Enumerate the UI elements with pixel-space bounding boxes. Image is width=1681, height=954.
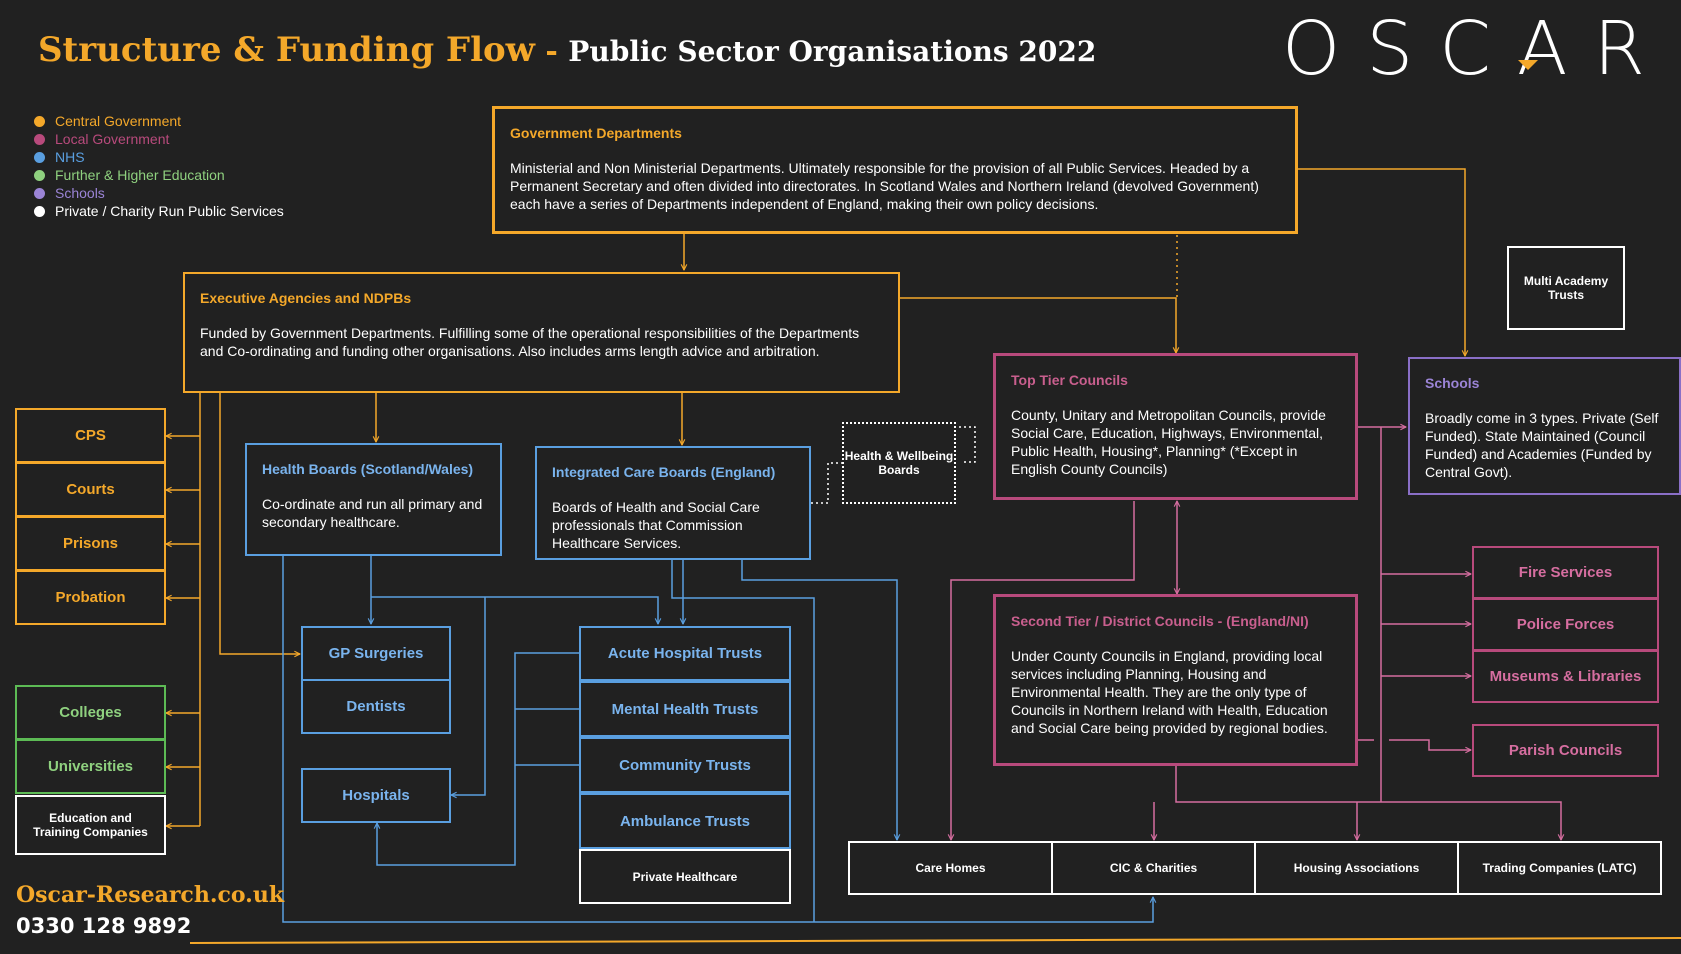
- box-hospitals: Hospitals: [301, 768, 451, 823]
- legend-item: Further & Higher Education: [34, 166, 284, 184]
- legend-item: Schools: [34, 184, 284, 202]
- box-care-homes: Care Homes: [848, 841, 1053, 895]
- page-title: Structure & Funding Flow - Public Sector…: [38, 30, 1097, 70]
- wire-secondtier-to-parish: [1389, 739, 1471, 750]
- wire-icb-outer-loop: [671, 560, 815, 922]
- wire-exec-to-gp: [219, 393, 300, 654]
- legend-item: NHS: [34, 148, 284, 166]
- box-integrated-care-boards: Integrated Care Boards (England) Boards …: [535, 446, 811, 560]
- wire-hb-to-acute: [371, 596, 658, 624]
- box-prisons: Prisons: [15, 516, 166, 571]
- legend-dot-icon: [34, 169, 45, 181]
- box-second-tier-councils: Second Tier / District Councils - (Engla…: [993, 594, 1358, 766]
- wire-exec-to-toptier: [899, 297, 1176, 353]
- wire-hb-outer-loop: [282, 555, 1153, 923]
- box-government-departments: Government Departments Ministerial and N…: [492, 106, 1298, 234]
- wire-gov-to-schools: [1297, 168, 1465, 356]
- box-health-boards: Health Boards (Scotland/Wales) Co-ordina…: [245, 443, 502, 556]
- box-private-healthcare: Private Healthcare: [579, 849, 791, 904]
- box-cic-charities: CIC & Charities: [1051, 841, 1256, 895]
- logo-accent-icon: [1518, 60, 1538, 70]
- box-police-forces: Police Forces: [1472, 598, 1659, 651]
- legend-label: Private / Charity Run Public Services: [55, 203, 284, 219]
- box-gp-surgeries: GP Surgeries: [301, 626, 451, 681]
- wire-secondtier-down: [1175, 766, 1561, 840]
- legend-dot-icon: [34, 187, 45, 199]
- box-top-tier-councils: Top Tier Councils County, Unitary and Me…: [993, 353, 1358, 500]
- box-museums-libraries: Museums & Libraries: [1472, 650, 1659, 703]
- box-dentists: Dentists: [301, 679, 451, 734]
- legend-label: Central Government: [55, 113, 182, 129]
- legend-item: Central Government: [34, 112, 284, 130]
- box-executive-agencies: Executive Agencies and NDPBs Funded by G…: [183, 272, 900, 393]
- oscar-logo: OSCAR: [1282, 6, 1671, 92]
- website-link[interactable]: Oscar-Research.co.uk: [16, 882, 285, 908]
- legend-dot-icon: [34, 205, 45, 217]
- box-colleges: Colleges: [15, 685, 166, 740]
- phone-number: 0330 128 9892: [16, 914, 192, 938]
- box-health-wellbeing-boards: Health & Wellbeing Boards: [842, 422, 956, 504]
- box-universities: Universities: [15, 739, 166, 794]
- legend-label: Local Government: [55, 131, 170, 147]
- box-housing-associations: Housing Associations: [1254, 841, 1459, 895]
- box-courts: Courts: [15, 462, 166, 517]
- wire-trusts-group: [377, 652, 579, 866]
- box-community-trusts: Community Trusts: [579, 737, 791, 793]
- footer-rule: [189, 937, 1681, 944]
- legend-label: Schools: [55, 185, 105, 201]
- box-multi-academy-trusts: Multi Academy Trusts: [1507, 246, 1625, 330]
- wire-hb-to-hospitals: [451, 597, 486, 795]
- box-education-training-companies: Education and Training Companies: [15, 795, 166, 855]
- legend-dot-icon: [34, 151, 45, 163]
- box-acute-hospital-trusts: Acute Hospital Trusts: [579, 626, 791, 681]
- box-probation: Probation: [15, 570, 166, 625]
- legend-dot-icon: [34, 115, 45, 127]
- wire-toptier-to-carehomes: [951, 501, 1135, 840]
- legend-dot-icon: [34, 133, 45, 145]
- box-fire-services: Fire Services: [1472, 546, 1659, 599]
- box-schools: Schools Broadly come in 3 types. Private…: [1408, 357, 1681, 495]
- box-parish-councils: Parish Councils: [1472, 724, 1659, 777]
- box-mental-health-trusts: Mental Health Trusts: [579, 681, 791, 737]
- legend-item: Local Government: [34, 130, 284, 148]
- legend-label: Further & Higher Education: [55, 167, 225, 183]
- box-ambulance-trusts: Ambulance Trusts: [579, 793, 791, 849]
- wire-icb-to-carehomes: [741, 560, 897, 840]
- legend-label: NHS: [55, 149, 85, 165]
- legend-item: Private / Charity Run Public Services: [34, 202, 284, 220]
- box-cps: CPS: [15, 408, 166, 463]
- box-trading-companies: Trading Companies (LATC): [1457, 841, 1662, 895]
